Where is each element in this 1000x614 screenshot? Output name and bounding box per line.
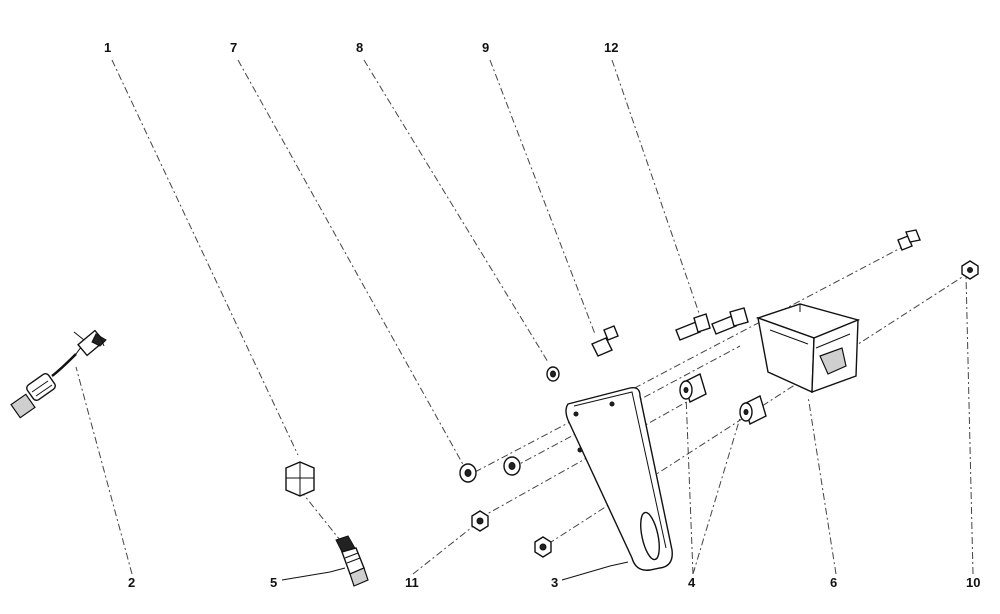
callout-2: 2 bbox=[128, 575, 135, 590]
leader-8 bbox=[363, 59, 549, 363]
callout-12: 12 bbox=[604, 40, 618, 55]
leader-6 bbox=[807, 395, 837, 575]
axis-upper bbox=[474, 241, 913, 473]
callout-5: 5 bbox=[270, 575, 277, 590]
part-6-module-housing bbox=[755, 303, 861, 394]
callout-11: 11 bbox=[405, 575, 419, 590]
leader-11 bbox=[412, 523, 477, 575]
leader-9 bbox=[489, 59, 596, 335]
callout-7: 7 bbox=[230, 40, 237, 55]
bolt-long bbox=[711, 307, 749, 335]
part-10-nut bbox=[961, 260, 979, 280]
callout-3: 3 bbox=[551, 575, 558, 590]
part-1-hex-coupling bbox=[285, 461, 315, 497]
leader-5 bbox=[281, 567, 346, 581]
part-8-nut bbox=[546, 366, 560, 382]
axis-lower-2 bbox=[479, 399, 691, 519]
leader-12 bbox=[611, 59, 701, 317]
part-12-bolt bbox=[675, 313, 711, 341]
nut-lower bbox=[534, 536, 552, 558]
callout-8: 8 bbox=[356, 40, 363, 55]
part-2-sensor-cable bbox=[10, 329, 107, 419]
bolt-top-right bbox=[897, 229, 921, 251]
part-5-threaded-sensor bbox=[335, 535, 369, 587]
part-7-washer bbox=[459, 463, 477, 483]
leader-3 bbox=[561, 561, 629, 581]
part-11-nut bbox=[471, 510, 489, 532]
callout-6: 6 bbox=[830, 575, 837, 590]
leader-1 bbox=[111, 59, 299, 456]
callout-9: 9 bbox=[482, 40, 489, 55]
washer-spacer bbox=[503, 456, 521, 476]
leader-10 bbox=[965, 274, 974, 575]
callout-1: 1 bbox=[104, 40, 111, 55]
callout-4: 4 bbox=[688, 575, 696, 590]
leader-4a bbox=[685, 394, 694, 575]
callout-10: 10 bbox=[966, 575, 980, 590]
leader-2 bbox=[75, 366, 133, 575]
part-4-spacer-upper bbox=[679, 373, 707, 403]
part-4-spacer-lower bbox=[739, 395, 767, 425]
axis-sensor bbox=[299, 489, 341, 541]
leader-4b bbox=[692, 417, 741, 575]
part-9-bolt bbox=[591, 325, 619, 357]
leader-7 bbox=[237, 59, 466, 469]
part-3-bracket-plate bbox=[565, 386, 673, 571]
axis-upper-2 bbox=[511, 345, 741, 469]
